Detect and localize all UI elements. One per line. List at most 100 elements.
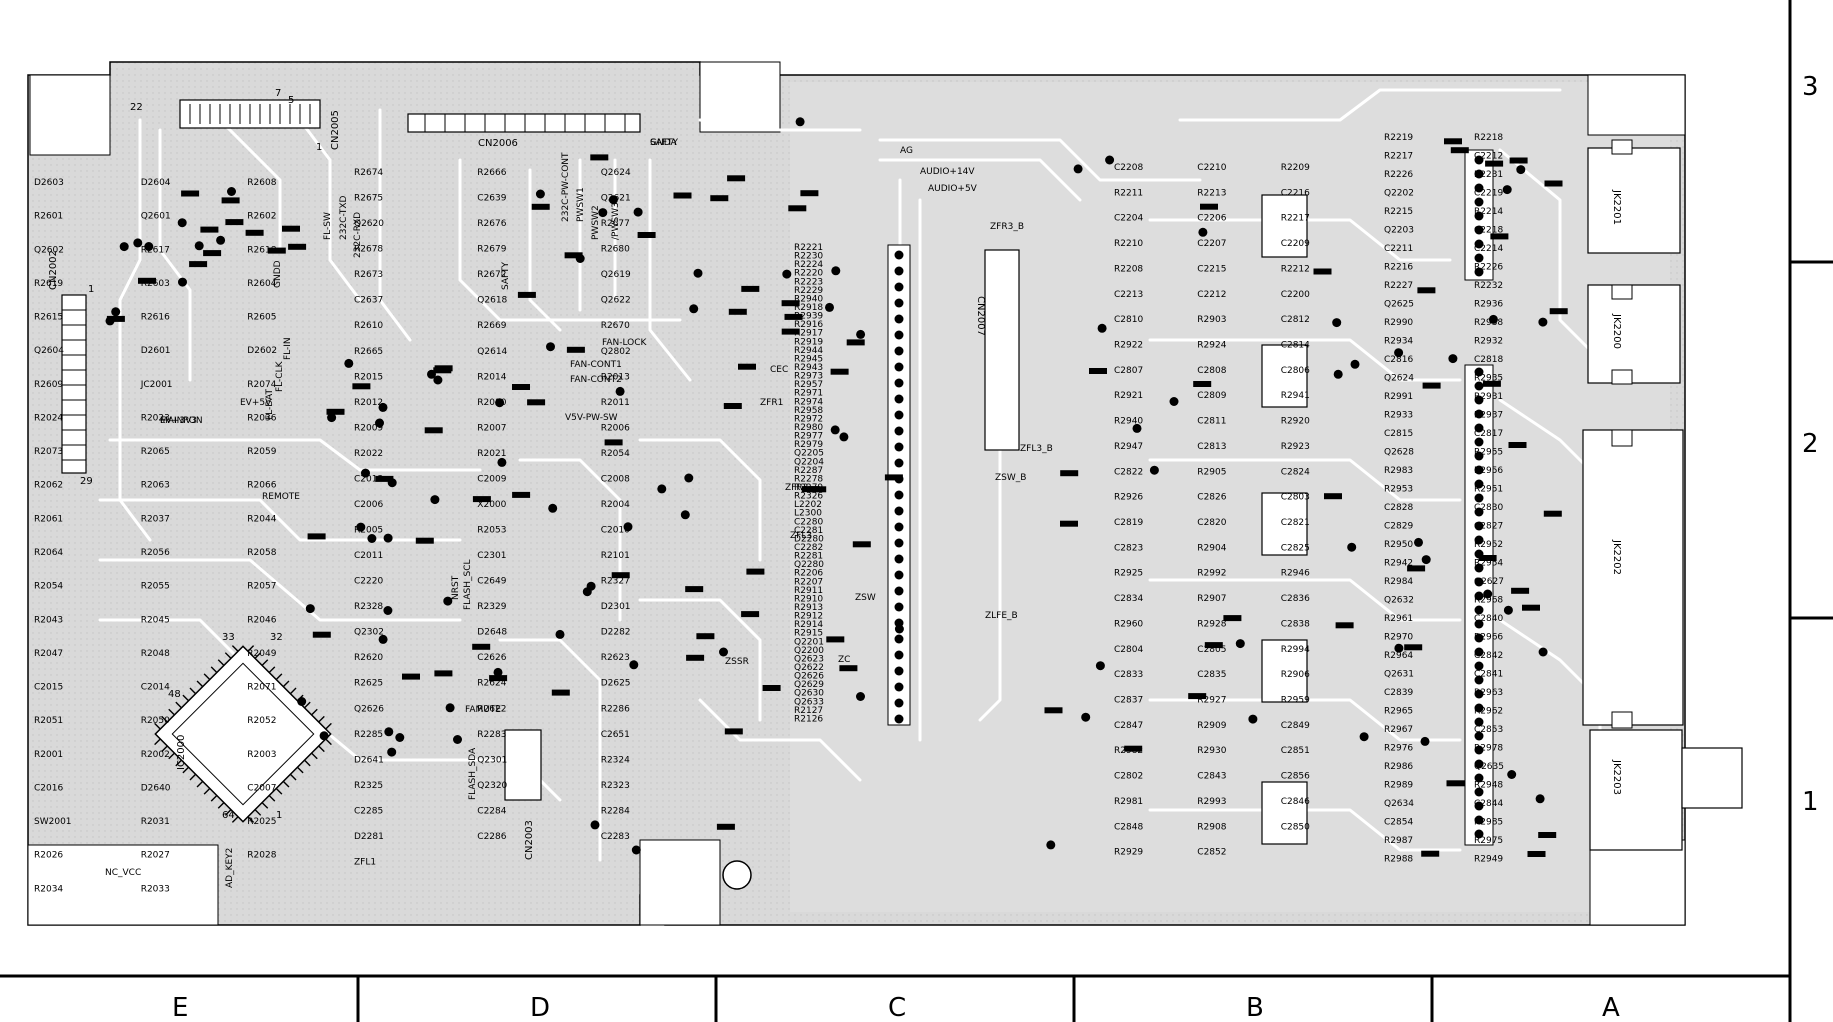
component-ref: R2212	[1281, 264, 1310, 274]
component-ref: R2967	[1384, 725, 1413, 735]
via-pad	[719, 647, 728, 657]
via-pad	[1474, 493, 1484, 503]
net-label: FL-SW	[323, 212, 333, 240]
component-ref: C2812	[1281, 315, 1310, 325]
component-ref: D2648	[477, 628, 507, 638]
via-pad	[894, 554, 904, 564]
component-ref: C2810	[1114, 315, 1143, 325]
component-ref: R2674	[354, 168, 383, 178]
component-ref: Q2633	[794, 697, 824, 707]
via-pad	[1474, 155, 1484, 165]
smd-pad	[724, 728, 743, 735]
via-pad	[894, 682, 904, 692]
via-pad	[1095, 661, 1105, 671]
component-ref: Q2623	[794, 654, 824, 664]
component-ref: R2046	[247, 615, 276, 625]
component-ref: C2281	[794, 526, 823, 536]
smd-pad	[1527, 851, 1546, 857]
via-pad	[894, 282, 904, 292]
component-ref: R2033	[141, 884, 170, 894]
component-ref: Q2634	[1384, 799, 1414, 809]
component-ref: R2062	[34, 481, 63, 491]
via-pad	[1474, 829, 1484, 839]
via-pad	[657, 484, 667, 494]
component-ref: C2011	[354, 551, 383, 561]
component-ref: R2055	[141, 582, 170, 592]
smd-pad	[415, 537, 434, 544]
via-pad	[1483, 589, 1493, 599]
smd-pad	[512, 491, 531, 498]
component-ref: R2928	[1197, 619, 1226, 629]
component-ref: D2280	[794, 534, 824, 544]
net-label: FLASH_SCL	[463, 559, 473, 610]
component-ref: C2809	[1197, 391, 1226, 401]
via-pad	[830, 425, 840, 435]
via-pad	[831, 266, 841, 276]
component-ref: C2835	[1197, 670, 1226, 680]
via-pad	[535, 189, 545, 199]
component-ref: R2324	[601, 755, 630, 765]
component-ref: R2013	[601, 372, 630, 382]
component-ref: R2206	[794, 569, 823, 579]
component-ref: R2977	[794, 432, 823, 442]
component-ref: Q2624	[1384, 374, 1414, 384]
component-ref: R2917	[794, 329, 823, 339]
via-pad	[894, 458, 904, 468]
via-pad	[144, 242, 154, 251]
via-pad	[1448, 354, 1458, 364]
smd-pad	[727, 175, 746, 182]
component-ref: R2932	[1474, 337, 1503, 347]
smd-pad	[839, 665, 858, 672]
component-ref: R2935	[1474, 374, 1503, 384]
component-ref: R2966	[1474, 633, 1503, 643]
smd-pad	[1422, 382, 1441, 389]
component-ref: R2960	[1114, 619, 1143, 629]
component-ref: R2327	[601, 577, 630, 587]
component-ref: R2014	[477, 372, 506, 382]
smd-pad	[846, 339, 865, 346]
component-ref: R2052	[247, 716, 276, 726]
via-pad	[1474, 689, 1484, 699]
via-pad	[356, 522, 366, 532]
component-ref: R2669	[477, 321, 506, 331]
component-ref: R2279	[794, 483, 823, 493]
component-ref: C2016	[34, 784, 63, 794]
component-ref: C2819	[1114, 518, 1143, 528]
component-ref: Q2622	[601, 296, 631, 306]
smd-pad	[1193, 381, 1212, 387]
via-pad	[1488, 314, 1498, 324]
component-ref: R2217	[1384, 152, 1413, 162]
component-ref: R2675	[354, 194, 383, 204]
component-ref: C2847	[1114, 721, 1143, 731]
component-ref: C2651	[601, 730, 630, 740]
component-ref: L2202	[794, 500, 822, 510]
component-ref: R2913	[794, 603, 823, 613]
via-pad	[1538, 647, 1548, 657]
component-ref: R2991	[1384, 392, 1413, 402]
component-ref: C2806	[1281, 366, 1310, 376]
smd-pad	[1204, 642, 1223, 649]
via-pad	[894, 346, 904, 356]
net-label: FL-IN	[283, 337, 293, 360]
via-pad	[1474, 395, 1484, 405]
via-pad	[1474, 801, 1484, 811]
via-pad	[375, 418, 384, 428]
via-pad	[839, 432, 849, 442]
component-ref: R2923	[1281, 442, 1310, 452]
smd-pad	[189, 261, 208, 268]
via-pad	[693, 268, 703, 278]
via-pad	[1474, 479, 1484, 489]
via-pad	[1474, 619, 1484, 629]
component-ref: R2002	[141, 750, 170, 760]
component-ref: R2603	[141, 279, 170, 289]
via-pad	[631, 845, 641, 855]
component-ref: R2919	[794, 337, 823, 347]
component-ref: Q2203	[1384, 226, 1414, 236]
component-ref: R2215	[1384, 207, 1413, 217]
via-pad	[1474, 787, 1484, 797]
via-pad	[378, 402, 388, 412]
via-pad	[384, 727, 394, 737]
net-label: PWSW1	[576, 187, 586, 222]
component-ref: R2940	[1114, 417, 1143, 427]
via-pad	[1105, 155, 1115, 165]
